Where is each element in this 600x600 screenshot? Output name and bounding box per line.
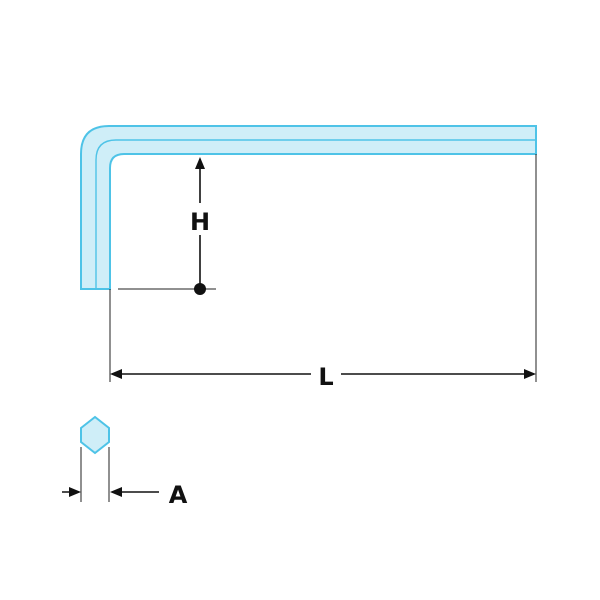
hex-key-shape	[80, 125, 537, 290]
across-flats-dimension: A	[62, 415, 188, 509]
across-flats-label: A	[169, 481, 188, 509]
length-label-mask	[311, 360, 341, 390]
length-dimension: L	[109, 154, 537, 391]
height-label-mask	[186, 203, 214, 235]
height-dimension-point	[194, 283, 206, 295]
height-label: H	[190, 208, 210, 236]
hex-key-outline	[80, 125, 537, 290]
hexagon-cross-section	[80, 415, 110, 455]
height-dimension: H	[118, 157, 216, 295]
hex-key-inner-edge	[95, 139, 536, 289]
length-label: L	[318, 363, 333, 391]
